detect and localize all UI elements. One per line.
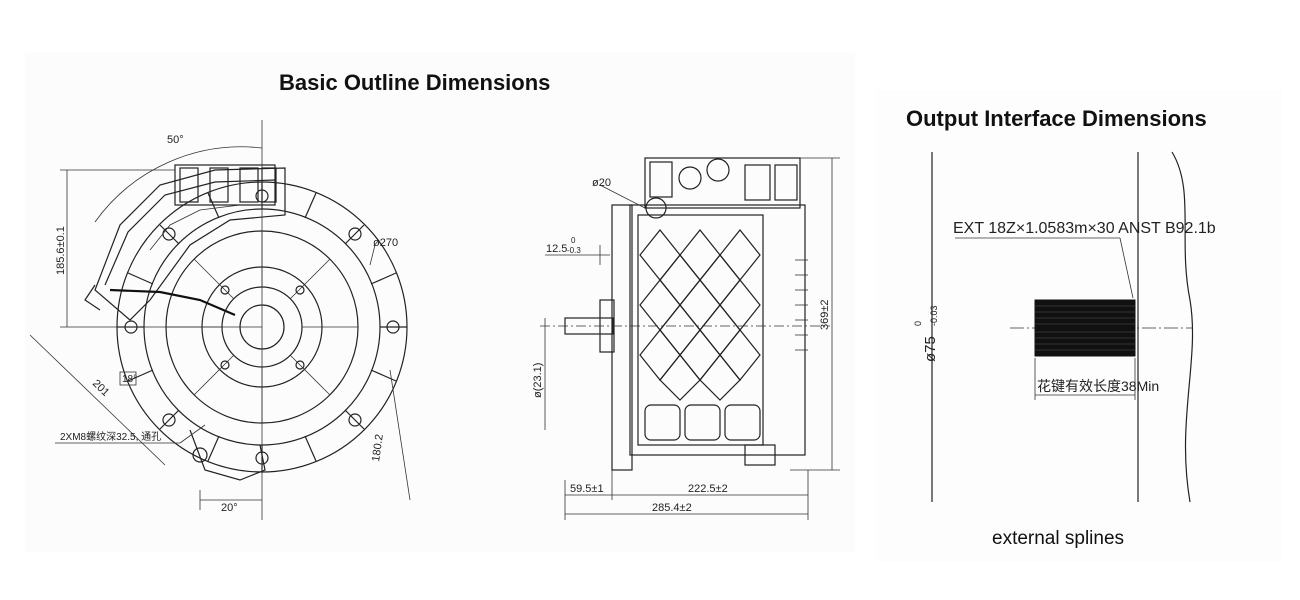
basic-outline-panel [25,52,855,552]
dim-285-label: 285.4±2 [652,502,692,514]
hole-diameter-label: ø20 [592,177,611,189]
spline-diameter-upper-tol: 0 [913,321,923,326]
shaft-offset-lower-tol: -0.3 [567,246,581,255]
spline-length-label: 花键有效长度38Min [1037,378,1159,394]
total-height-label: 369±2 [819,299,831,330]
shaft-offset-label: 12.5 [546,243,567,255]
shaft-offset-upper-tol: 0 [571,236,576,245]
external-splines-caption: external splines [992,528,1125,549]
dim-59-label: 59.5±1 [570,483,604,495]
spline-drawing [931,151,1194,503]
front-view-drawing [29,120,411,520]
angle-bottom-label: 20° [221,502,238,514]
bolt-note-label: 2XM8螺纹深32.5, 通孔 [60,430,161,443]
hole-angle-label: 18° [122,374,137,385]
basic-outline-title: Basic Outline Dimensions [279,70,551,95]
spline-diameter-label: ø75 [922,336,939,362]
diameter-270-label: ø270 [373,237,398,249]
flange-height-label: 185.6±0.1 [55,226,67,275]
shaft-diameter-label: ø(23.1) [532,363,544,398]
lower-height-label: 180.2 [370,433,386,462]
output-interface-title: Output Interface Dimensions [906,106,1207,131]
angle-top-label: 50° [167,134,184,146]
spline-spec-label: EXT 18Z×1.0583m×30 ANST B92.1b [953,220,1216,237]
side-view-drawing [540,157,840,520]
dim-222-label: 222.5±2 [688,483,728,495]
spline-diameter-lower-tol: -0.03 [929,305,939,326]
